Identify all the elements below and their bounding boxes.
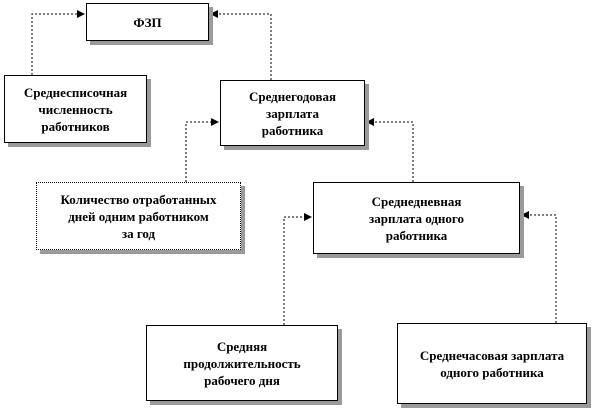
node-fzp-label: ФЗП [133, 14, 162, 30]
edge-workday-length-to-daily-wage [283, 213, 312, 325]
node-days-worked-label: Количество отработанных дней одним работ… [60, 191, 217, 241]
node-headcount-label: Среднесписочная численность работников [23, 84, 128, 134]
edge-headcount-to-fzp [31, 10, 85, 75]
node-headcount: Среднесписочная численность работников [4, 75, 147, 143]
edge-daily-wage-to-annual-wage [366, 118, 414, 182]
edge-annual-wage-to-fzp [210, 10, 272, 80]
node-days-worked: Количество отработанных дней одним работ… [36, 182, 241, 250]
edge-days-worked-to-annual-wage [185, 118, 219, 182]
node-annual-wage: Среднегодовая зарплата работника [220, 80, 365, 146]
edge-hourly-wage-to-daily-wage [521, 211, 557, 323]
node-daily-wage-label: Среднедневная зарплата одного работника [369, 193, 464, 243]
node-annual-wage-label: Среднегодовая зарплата работника [248, 88, 337, 138]
node-hourly-wage-label: Среднечасовая зарплата одного работника [419, 347, 565, 380]
node-daily-wage: Среднедневная зарплата одного работника [313, 182, 520, 254]
node-workday-length: Средняя продолжительность рабочего дня [146, 325, 338, 401]
node-fzp: ФЗП [86, 3, 209, 41]
node-workday-length-label: Средняя продолжительность рабочего дня [183, 338, 301, 388]
node-hourly-wage: Среднечасовая зарплата одного работника [397, 323, 587, 404]
